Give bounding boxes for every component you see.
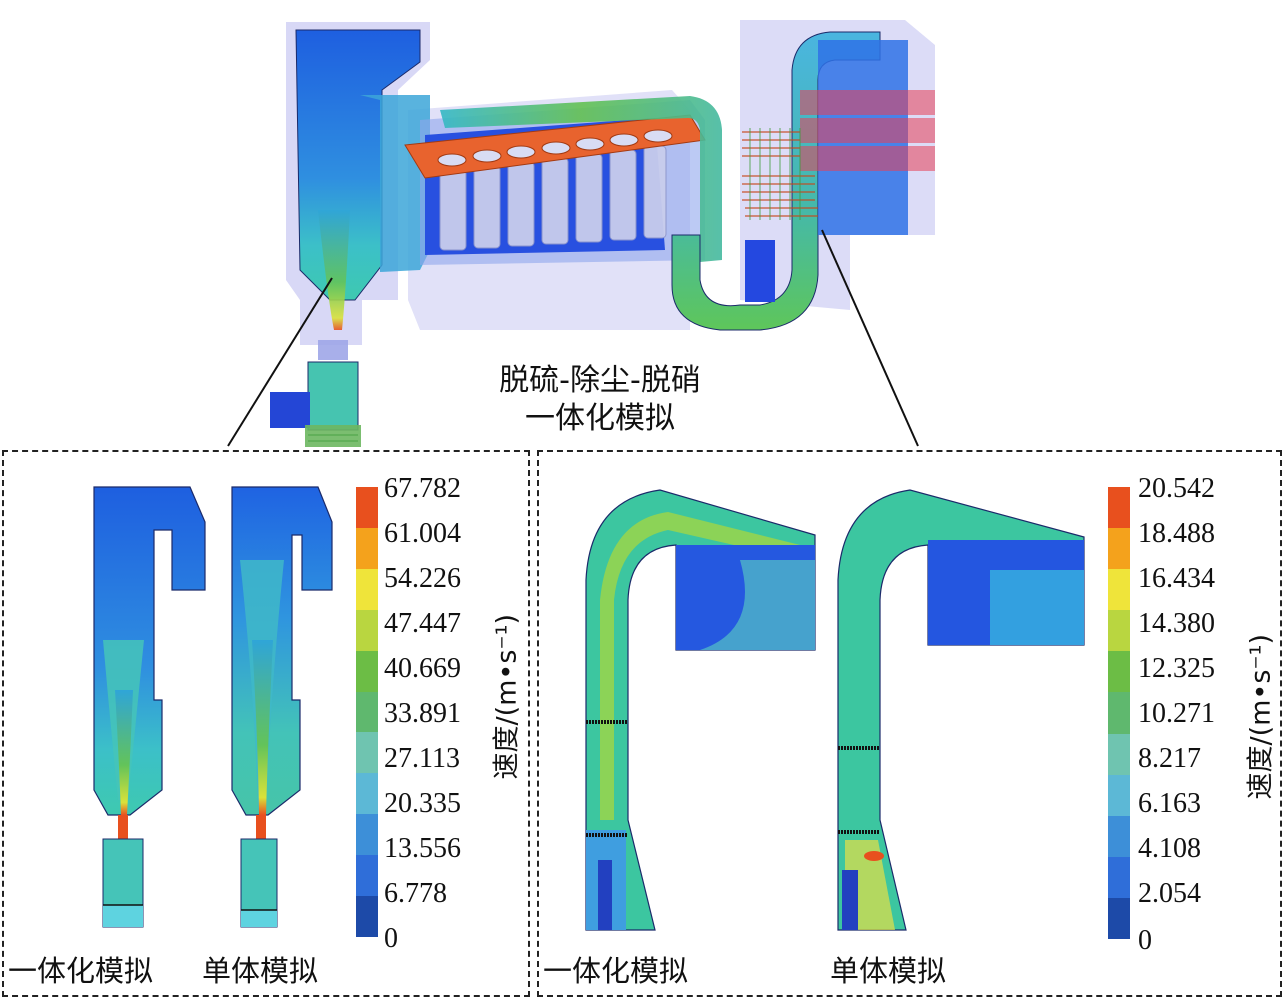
left-tick-label: 67.782 [384, 473, 461, 504]
assembly-caption-line1: 脱硫-除尘-脱硝 [499, 363, 701, 398]
left-tick-label: 54.226 [384, 563, 461, 594]
left-tick-label: 13.556 [384, 833, 461, 864]
right-caption-integrated: 一体化模拟 [543, 954, 689, 988]
colorbar-band [356, 896, 378, 937]
colorbar-band [356, 773, 378, 815]
left-tick-label: 33.891 [384, 698, 461, 729]
assembly-caption-line2: 一体化模拟 [525, 401, 675, 436]
right-tick-label: 0 [1138, 925, 1152, 956]
right-tick-label: 10.271 [1138, 698, 1215, 729]
left-tick-label: 0 [384, 923, 398, 954]
right-panel-frame [537, 450, 1282, 997]
colorbar-band [356, 609, 378, 651]
left-integrated-contour [93, 486, 206, 928]
left-caption-single: 单体模拟 [202, 954, 319, 988]
colorbar-band [356, 855, 378, 897]
right-caption-single: 单体模拟 [830, 954, 947, 988]
colorbar-band [1108, 692, 1130, 734]
colorbar-band [356, 650, 378, 692]
left-tick-label: 6.778 [384, 878, 447, 909]
right-tick-label: 20.542 [1138, 473, 1215, 504]
colorbar-band [356, 487, 378, 528]
right-tick-label: 12.325 [1138, 653, 1215, 684]
right-tick-label: 2.054 [1138, 878, 1201, 909]
right-tick-label: 16.434 [1138, 563, 1215, 594]
colorbar-band [1108, 651, 1130, 693]
colorbar-band [1108, 569, 1130, 611]
right-single-contour [837, 489, 1085, 931]
left-legend-title: 速度/(m•s⁻¹) [491, 613, 523, 780]
left-tick-label: 20.335 [384, 788, 461, 819]
colorbar-band [1108, 815, 1130, 857]
left-single-contour [231, 486, 333, 928]
colorbar-band [1108, 856, 1130, 898]
colorbar-band [356, 691, 378, 733]
right-tick-label: 8.217 [1138, 743, 1201, 774]
colorbar-band [356, 568, 378, 610]
colorbar-band [1108, 487, 1130, 529]
colorbar-band [1108, 774, 1130, 816]
leader-line-right [821, 229, 919, 447]
right-integrated-contour [585, 489, 816, 931]
left-colorbar [356, 487, 378, 937]
right-tick-label: 18.488 [1138, 518, 1215, 549]
left-tick-label: 27.113 [384, 743, 460, 774]
colorbar-band [1108, 528, 1130, 570]
right-tick-label: 14.380 [1138, 608, 1215, 639]
colorbar-band [1108, 610, 1130, 652]
leader-line-left [227, 277, 333, 447]
right-colorbar [1108, 487, 1130, 939]
left-tick-label: 61.004 [384, 518, 461, 549]
left-tick-label: 47.447 [384, 608, 461, 639]
right-tick-label: 4.108 [1138, 833, 1201, 864]
colorbar-band [1108, 733, 1130, 775]
right-legend-title: 速度/(m•s⁻¹) [1245, 633, 1277, 800]
colorbar-band [356, 527, 378, 569]
colorbar-band [356, 732, 378, 774]
right-tick-label: 6.163 [1138, 788, 1201, 819]
colorbar-band [1108, 897, 1130, 939]
assembly-3d [270, 20, 935, 447]
left-caption-integrated: 一体化模拟 [8, 954, 154, 988]
assembly-caption: 脱硫-除尘-脱硝 一体化模拟 [470, 362, 730, 438]
left-tick-label: 40.669 [384, 653, 461, 684]
left-panel-frame [2, 450, 530, 997]
colorbar-band [356, 814, 378, 856]
